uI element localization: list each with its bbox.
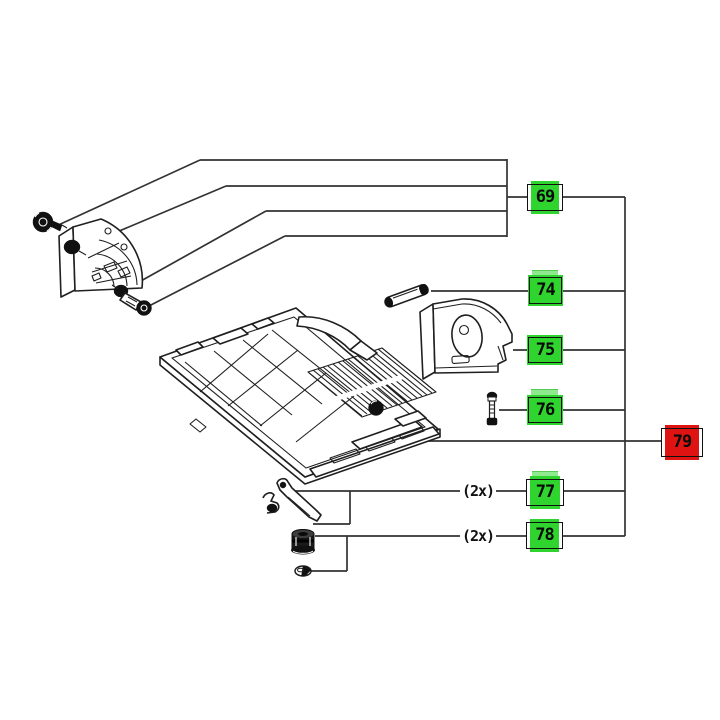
socket-bolt-part[interactable] bbox=[111, 284, 152, 316]
buffer-knob-part[interactable] bbox=[291, 529, 315, 555]
callout-77-number: 77 bbox=[535, 482, 556, 502]
callout-77-fill bbox=[530, 476, 560, 509]
callout-74-fill bbox=[528, 275, 563, 306]
base-plate-part[interactable] bbox=[159, 307, 441, 485]
deflector-housing-part[interactable] bbox=[419, 298, 513, 380]
callout-76-frame bbox=[528, 397, 562, 423]
callout-79-frame bbox=[661, 428, 703, 457]
callout-69[interactable]: 69 bbox=[527, 181, 563, 214]
leaf-spring-part[interactable] bbox=[262, 477, 322, 522]
callout-75-frame bbox=[528, 337, 562, 363]
screw-head-icon bbox=[63, 239, 81, 255]
callout-76-fill bbox=[527, 395, 563, 425]
callout-69-fill bbox=[531, 181, 559, 214]
quantity-label-77: (2x) bbox=[460, 481, 496, 501]
callout-77-frame bbox=[526, 479, 564, 506]
callout-75-number: 75 bbox=[535, 339, 556, 360]
callout-79-number: 79 bbox=[672, 432, 693, 452]
callout-77-highlight-sliver bbox=[532, 471, 558, 478]
callout-76-highlight-sliver bbox=[531, 389, 558, 395]
plate-knob-icon bbox=[368, 400, 384, 416]
leader-lines bbox=[53, 159, 661, 572]
knob-screw-part[interactable] bbox=[32, 211, 68, 233]
screw-part[interactable] bbox=[486, 391, 498, 426]
callout-78-number: 78 bbox=[535, 525, 555, 545]
pivot-guard-part[interactable] bbox=[58, 218, 144, 298]
callout-78[interactable]: 78 bbox=[526, 519, 563, 552]
callout-76[interactable]: 76 bbox=[527, 395, 563, 425]
callout-69-number: 69 bbox=[535, 187, 556, 207]
callout-74-number: 74 bbox=[536, 280, 556, 300]
callout-78-fill bbox=[530, 519, 559, 552]
roll-pin-part[interactable] bbox=[384, 283, 430, 308]
callout-75-fill bbox=[527, 335, 563, 365]
callout-79-fill bbox=[665, 425, 699, 460]
callout-69-frame bbox=[527, 184, 563, 211]
callout-79[interactable]: 79 bbox=[661, 425, 703, 460]
callout-74-frame bbox=[529, 277, 562, 304]
callout-74[interactable]: 74 bbox=[528, 275, 563, 306]
callout-76-number: 76 bbox=[535, 399, 556, 420]
callout-78-frame bbox=[526, 522, 563, 549]
callout-74-highlight-sliver bbox=[532, 270, 558, 276]
callout-75[interactable]: 75 bbox=[527, 335, 563, 365]
washer-part[interactable] bbox=[294, 565, 312, 577]
callout-77[interactable]: 77 bbox=[526, 476, 564, 509]
quantity-label-78: (2x) bbox=[460, 526, 496, 546]
